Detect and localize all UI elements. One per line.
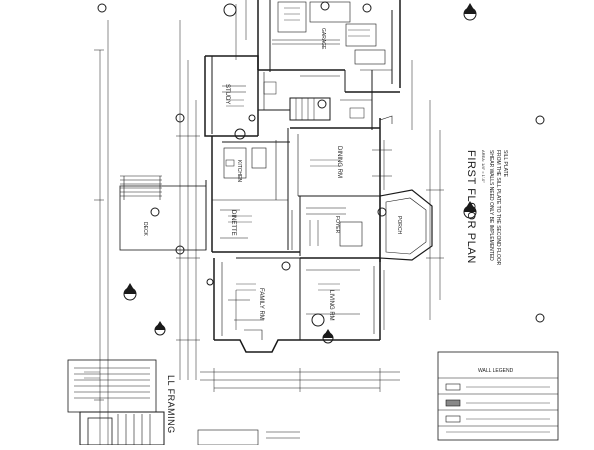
foyer-porch xyxy=(299,189,433,262)
room-label-deck: DECK xyxy=(142,222,148,237)
room-label-family: FAMILY RM xyxy=(258,288,264,320)
shear-wall-note-1: SHEAR WALLS NEED ONLY BE IMPLEMENTED xyxy=(488,150,494,261)
deck xyxy=(119,175,207,251)
section-markers xyxy=(97,3,545,344)
dimension-lines xyxy=(94,20,444,445)
room-label-garage: GARAGE xyxy=(320,28,326,50)
living-room xyxy=(300,257,385,341)
family-room xyxy=(206,258,301,353)
wall-legend-box xyxy=(437,351,559,441)
shear-wall-note-2: FROM THE SILL PLATE TO THE SECOND FLOOR xyxy=(495,150,501,266)
room-label-foyer: FOYER xyxy=(334,216,340,234)
room-label-porch: PORCH xyxy=(396,216,402,234)
room-label-study: STUDY xyxy=(224,84,230,104)
wall-framing-title: LL FRAMING xyxy=(166,375,176,434)
garage-area xyxy=(223,0,401,93)
room-label-kitchen: KITCHEN xyxy=(236,160,242,182)
wall-legend-title: WALL LEGEND xyxy=(478,368,514,374)
room-label-dinette: DINETTE xyxy=(230,210,236,236)
sheet-scale: AREA: 1/4" = 1'-0" xyxy=(481,150,486,183)
hall-stair xyxy=(289,70,373,130)
annotation-scribbles xyxy=(84,7,370,379)
sheet-title: FIRST FLOOR PLAN xyxy=(465,150,477,264)
dining-room xyxy=(290,115,393,200)
room-label-living: LIVING RM xyxy=(328,290,334,321)
wall-framing-detail xyxy=(67,359,300,446)
shear-wall-note-3: SILL PLATE xyxy=(502,150,508,178)
study-room xyxy=(204,55,290,137)
kitchen-dinette xyxy=(205,128,300,259)
room-label-dining: DINING RM xyxy=(336,146,342,178)
